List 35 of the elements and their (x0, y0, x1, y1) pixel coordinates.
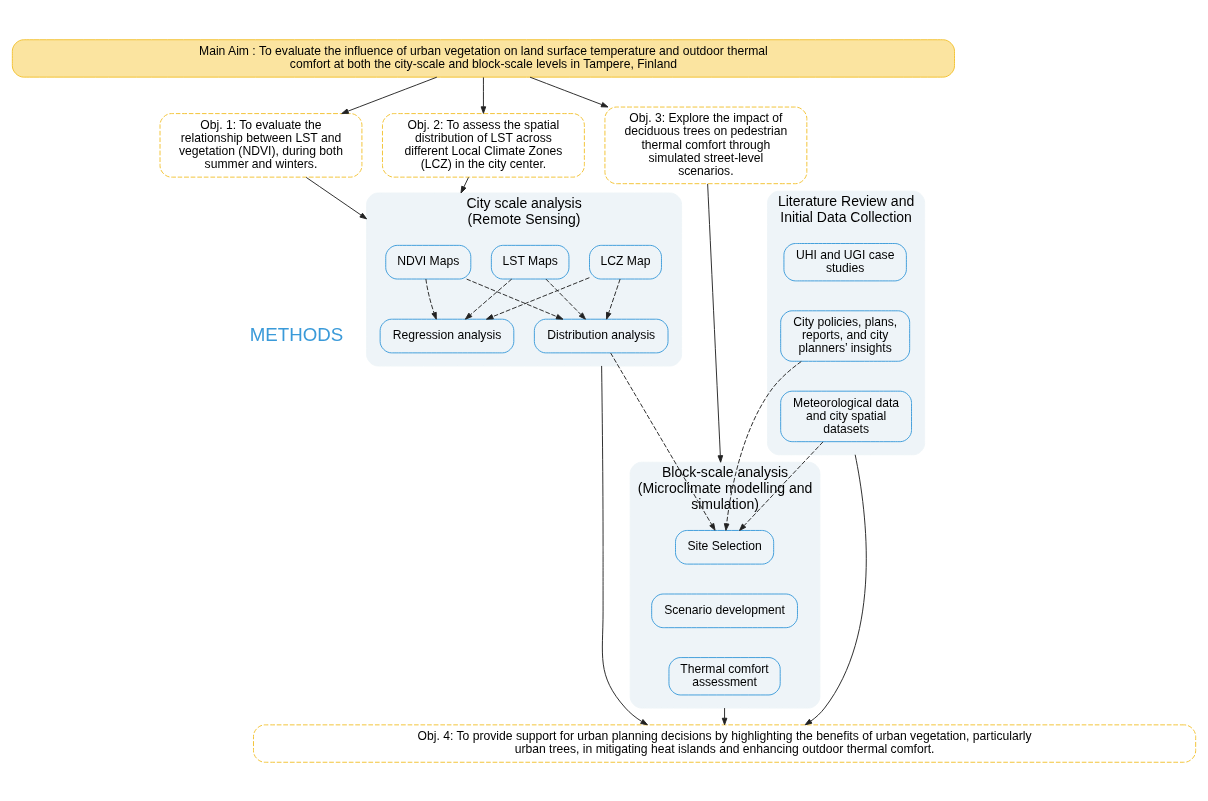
node-box: Obj. 2: To assess the spatial distribution of LST across different Local Climate Zones (LCZ) in the city center. (382, 112, 585, 178)
node-box: Scenario development (651, 593, 798, 628)
node-box: UHI and UGI case studies (783, 242, 907, 281)
arrow (529, 76, 609, 107)
node-box: Thermal comfort assessment (668, 656, 781, 695)
arrow (601, 365, 648, 725)
arrow (723, 360, 802, 531)
node-box: LST Maps (490, 244, 570, 279)
node-box: Meteorological data and city spatial datasets (780, 390, 912, 442)
arrow (721, 707, 728, 725)
label: METHODS (249, 323, 344, 345)
arrow (610, 352, 716, 531)
arrow (341, 76, 438, 114)
node-box: City policies, plans, reports, and city planners’ insights (780, 309, 911, 362)
arrow (305, 176, 368, 219)
arrow (460, 176, 469, 193)
node-box: Obj. 1: To evaluate the relationship between LST and vegetation (NDVI), during both summer and winters. (159, 112, 363, 178)
arrow (545, 278, 586, 320)
node-box: Obj. 3: Explore the impact of deciduous trees on pedestrian thermal comfort through simulated street-level scenarios. (604, 106, 808, 184)
arrow (707, 182, 724, 463)
node-box: Obj. 4: To provide support for urban planning decisions by highlighting the benefits of urban vegetation, particularly urban trees, in mitigating heat islands and enhancing outdoor thermal comfort. (253, 723, 1197, 763)
arrow (486, 276, 590, 320)
node-box: Regression analysis (379, 318, 515, 353)
arrow (739, 440, 824, 531)
arrow (464, 278, 513, 320)
node-box: NDVI Maps (385, 244, 472, 279)
node-box: Site Selection (675, 529, 775, 565)
arrow (606, 278, 621, 320)
node-box: Main Aim : To evaluate the influence of urban vegetation on land surface temperature and outdoor thermal comfort at both the city-scale and block-scale levels in Tampere, Finland (11, 38, 955, 78)
node-box: LCZ Map (589, 244, 662, 279)
node-box: Distribution analysis (533, 318, 669, 353)
arrow (480, 76, 487, 114)
arrow (425, 278, 437, 320)
arrow (804, 453, 867, 725)
arrow (466, 278, 564, 320)
